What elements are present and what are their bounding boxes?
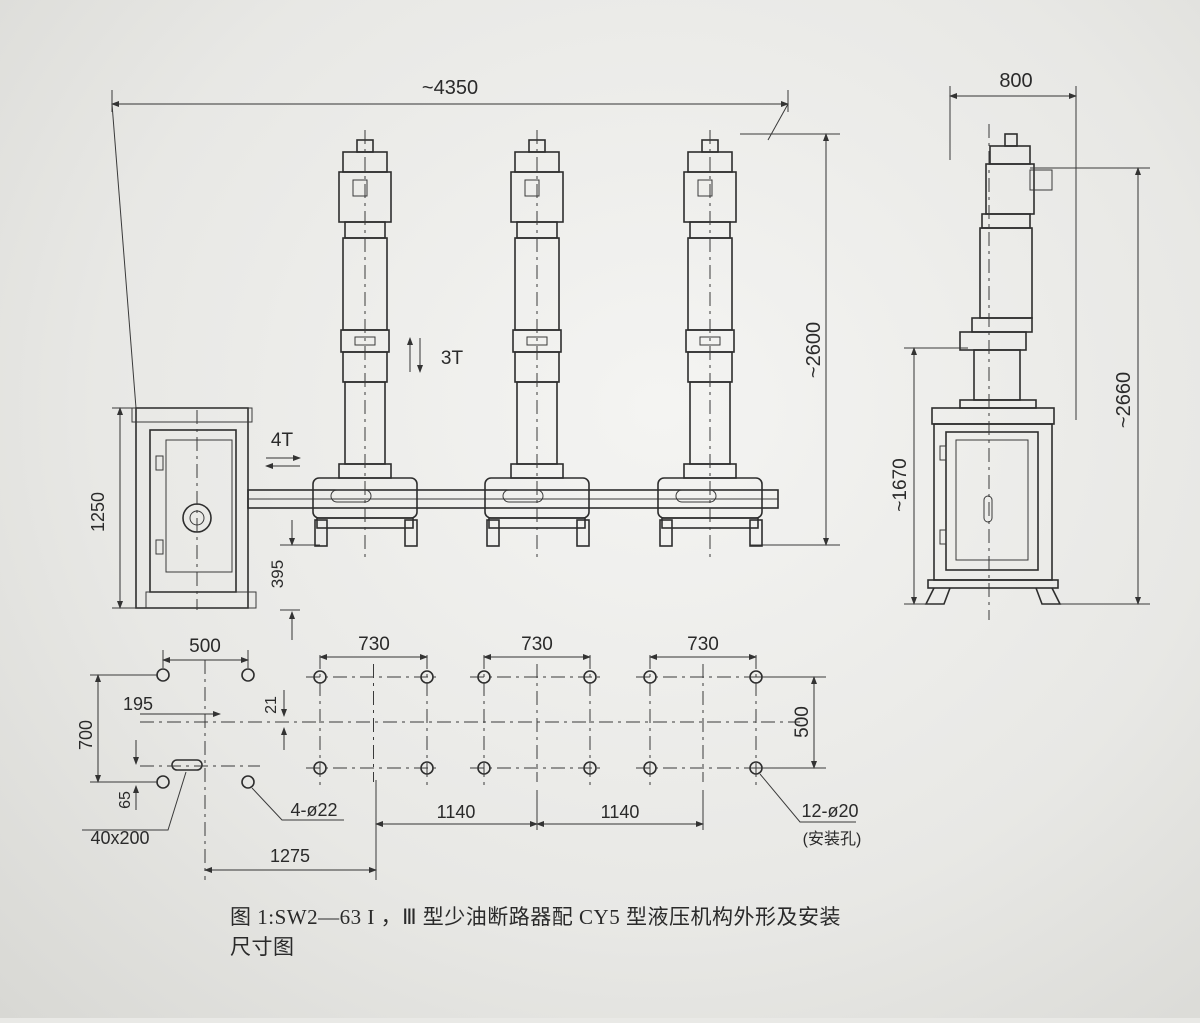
dim-side-height: ~2660 bbox=[1113, 372, 1135, 428]
caption-line-1: 图 1:SW2—63 I ，Ⅲ 型少油断路器配 CY5 型液压机构外形及安装 bbox=[230, 905, 841, 929]
figure-caption: 图 1:SW2—63 I ，Ⅲ 型少油断路器配 CY5 型液压机构外形及安装 尺… bbox=[230, 902, 841, 962]
dim-plan-730-b: 730 bbox=[521, 634, 553, 655]
dim-plan-500: 500 bbox=[189, 636, 221, 657]
dim-side-width: 800 bbox=[999, 70, 1032, 92]
label-install-holes: (安装孔) bbox=[803, 830, 862, 848]
breaker-pole bbox=[484, 130, 590, 560]
breaker-pole bbox=[657, 130, 763, 560]
caption-line-2: 尺寸图 bbox=[230, 935, 295, 959]
breaker-pole bbox=[312, 130, 418, 560]
mount-hole bbox=[156, 775, 170, 789]
dim-plan-700: 700 bbox=[76, 720, 96, 750]
side-view: 800 ~2660 ~1670 bbox=[890, 70, 1150, 620]
plan-view: 500 195 700 65 21 40x200 4-ø22 1275 730 bbox=[76, 634, 861, 880]
dim-plan-1275: 1275 bbox=[270, 846, 310, 866]
dim-plan-65: 65 bbox=[117, 791, 134, 809]
load-4t: 4T bbox=[271, 430, 294, 451]
dim-cabinet-height: 1250 bbox=[88, 492, 108, 532]
mount-hole bbox=[241, 775, 255, 789]
dim-plan-500-right: 500 bbox=[792, 706, 813, 738]
cable-slot bbox=[171, 759, 203, 771]
dim-plan-1140-b: 1140 bbox=[601, 802, 640, 822]
dim-plan-730-c: 730 bbox=[687, 634, 719, 655]
front-view: ~4350 ~2600 1250 39 bbox=[88, 77, 840, 640]
label-12-holes: 12-ø20 bbox=[801, 801, 858, 821]
mount-hole bbox=[241, 668, 255, 682]
dim-plan-195: 195 bbox=[123, 694, 153, 714]
label-slot: 40x200 bbox=[90, 828, 149, 848]
label-4-holes: 4-ø22 bbox=[290, 800, 337, 820]
load-3t: 3T bbox=[441, 348, 464, 369]
dim-plan-1140-a: 1140 bbox=[437, 802, 476, 822]
dim-overall-width: ~4350 bbox=[422, 77, 478, 99]
dim-base-height: 395 bbox=[268, 560, 287, 588]
operating-cabinet bbox=[131, 407, 257, 610]
dim-plan-730-a: 730 bbox=[358, 634, 390, 655]
pole-hole-group bbox=[306, 655, 441, 790]
pole-hole-group bbox=[470, 655, 604, 790]
dim-side-cabinet-height: ~1670 bbox=[890, 458, 911, 511]
mount-hole bbox=[156, 668, 170, 682]
breaker-poles bbox=[312, 130, 763, 560]
pole-mounting-holes bbox=[306, 655, 770, 790]
dim-overall-height: ~2600 bbox=[803, 322, 825, 378]
dim-plan-21: 21 bbox=[263, 696, 280, 714]
